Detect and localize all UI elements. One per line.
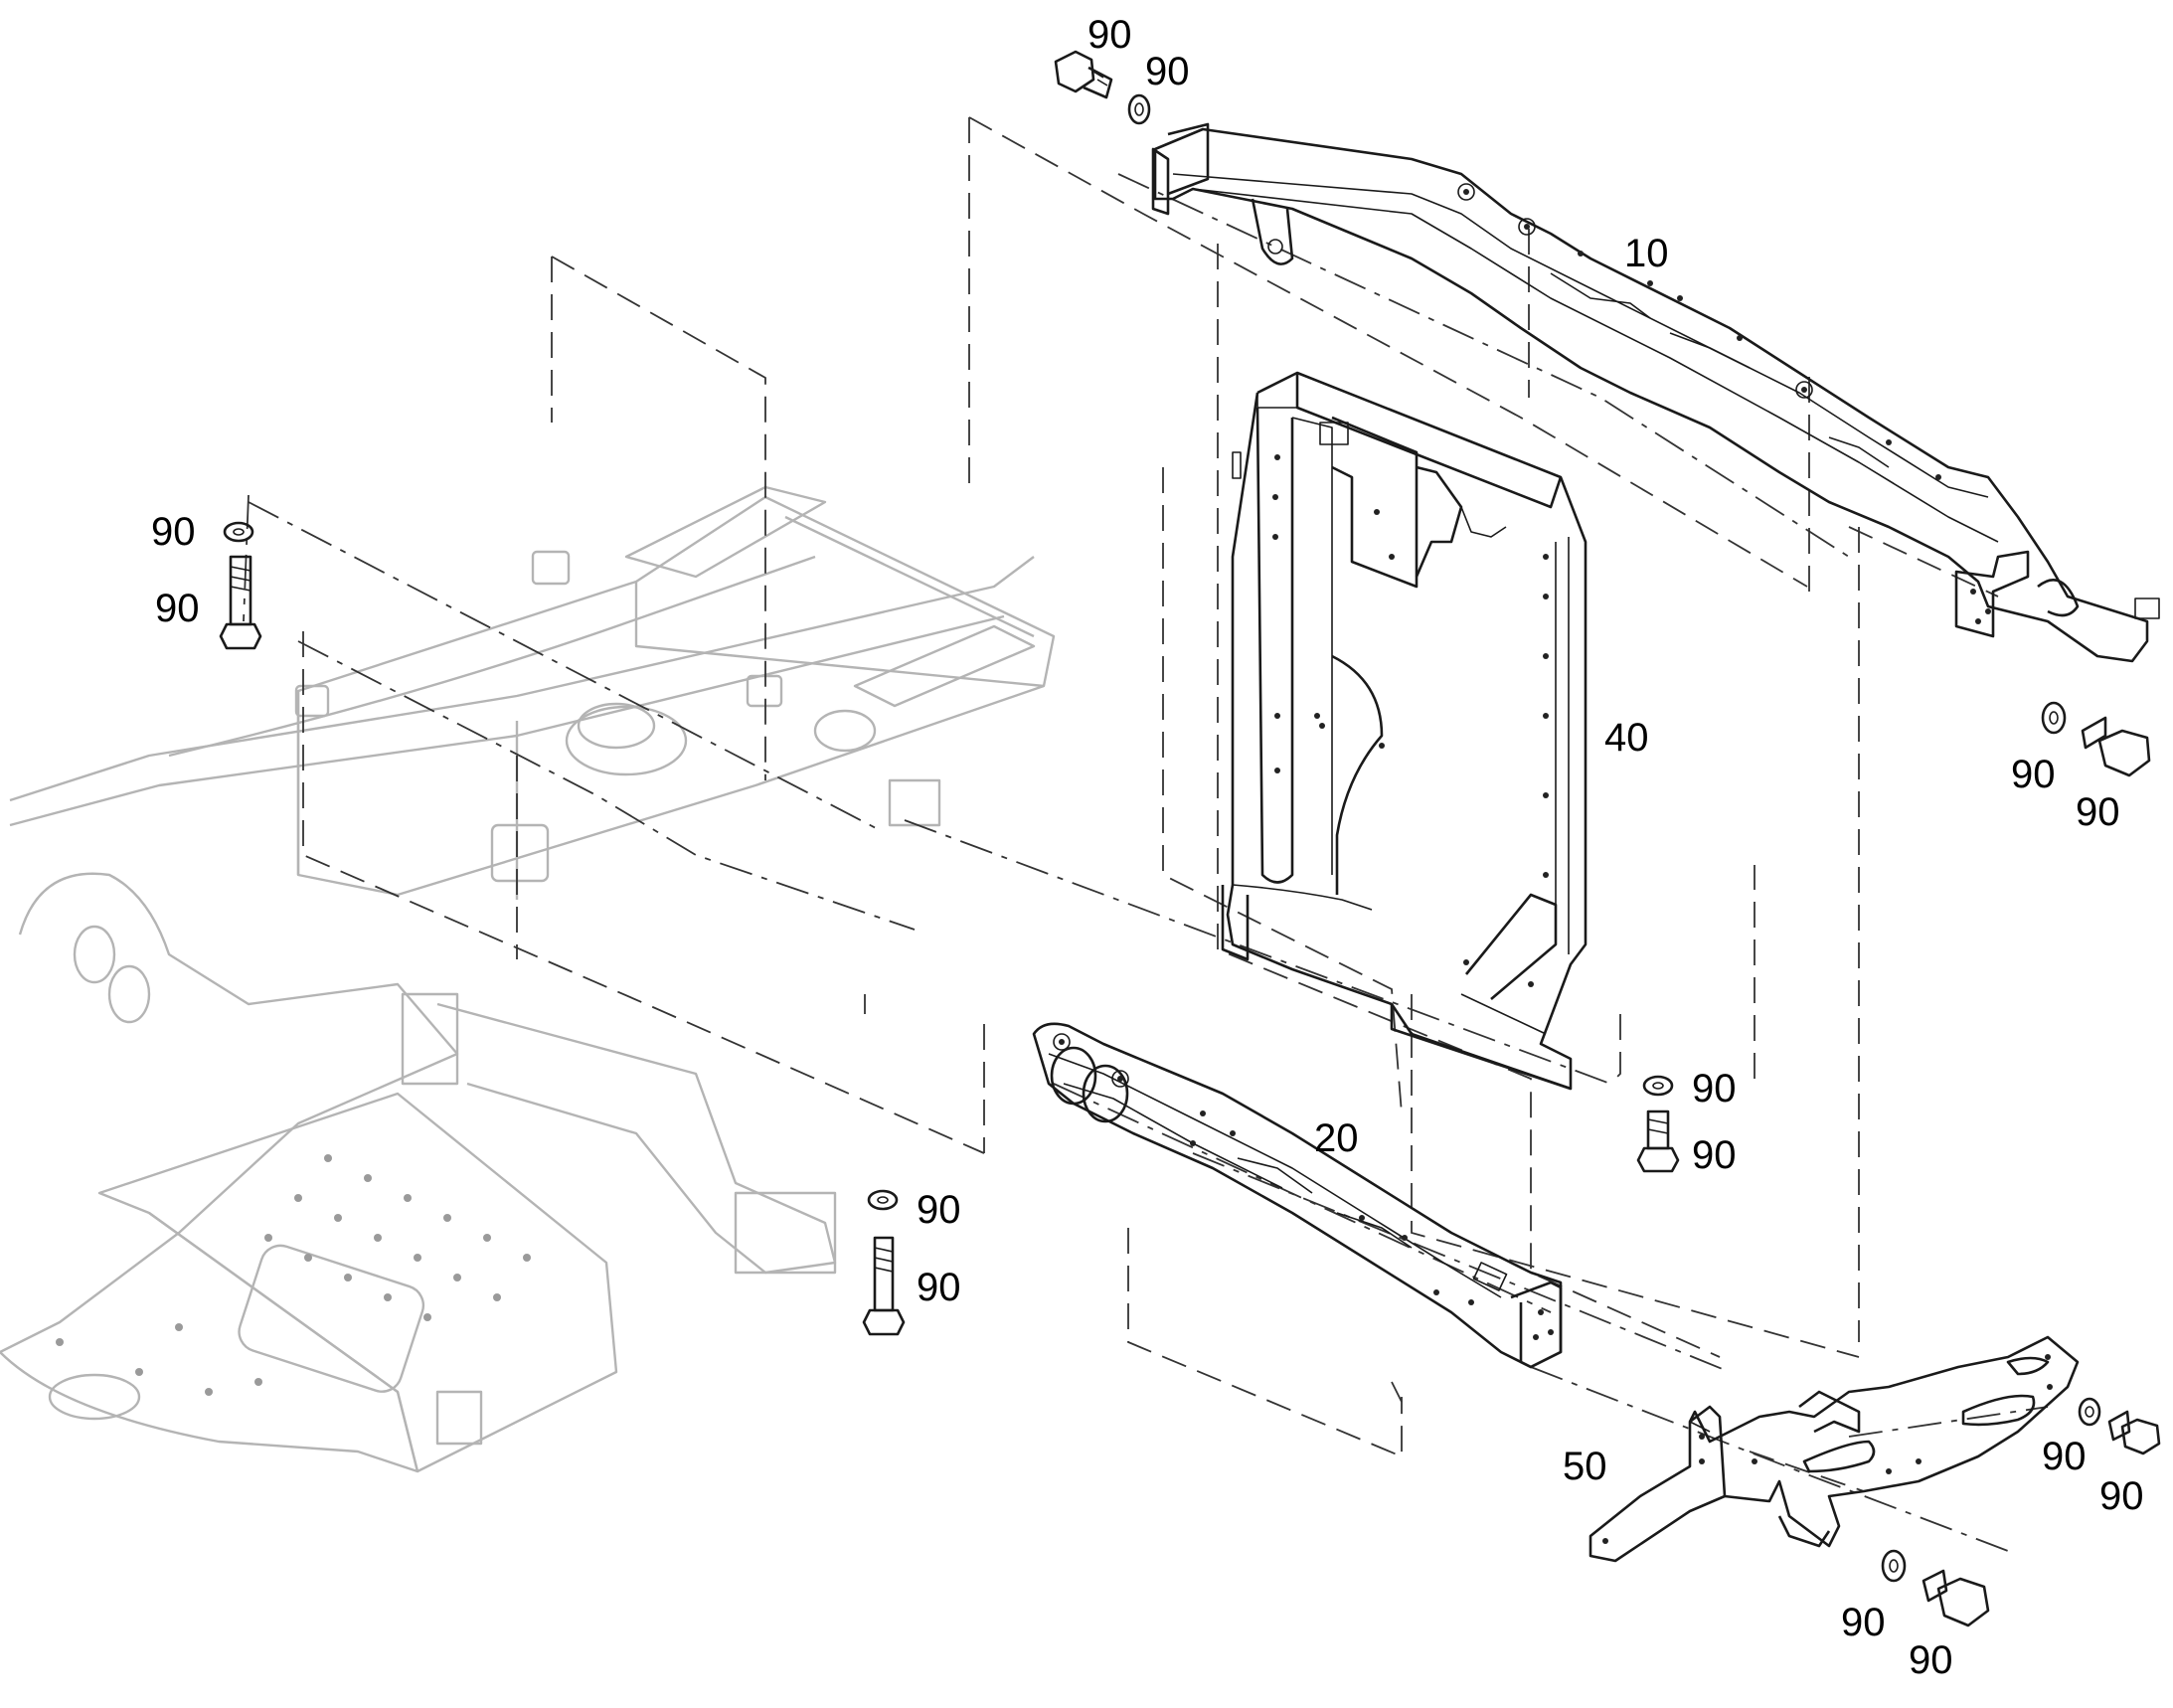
callout-90: 90 (2042, 1435, 2087, 1478)
callout-part-40: 40 (1604, 716, 1649, 760)
callout-labels: 10 40 20 50 90 90 90 90 90 90 90 90 90 9… (151, 13, 2144, 1682)
callout-90: 90 (2099, 1474, 2144, 1518)
bolt-icon-bottom (1922, 1569, 1990, 1627)
washer-icon-right-lower (2078, 1397, 2101, 1427)
washer-icon-lower-left (867, 1189, 899, 1211)
washer-icon-bottom (1881, 1549, 1907, 1583)
bolt-icon-lower-left (862, 1236, 906, 1336)
callout-90: 90 (155, 587, 200, 630)
bolt-icon-right-lower (2107, 1410, 2161, 1455)
callout-90: 90 (2011, 753, 2056, 796)
callout-90: 90 (1692, 1067, 1737, 1110)
callout-90: 90 (2076, 790, 2120, 834)
bolt-icon-right-top (2081, 716, 2151, 777)
assembly-lines (243, 116, 2049, 1552)
part-40-radiator-frame (1221, 371, 1588, 1091)
washer-icon-top (1127, 93, 1151, 125)
callout-90: 90 (1145, 50, 1190, 93)
part-20-lower-cross-member (1032, 1022, 1563, 1369)
callout-90: 90 (917, 1188, 961, 1232)
fastener-group (219, 50, 2161, 1627)
part-10-upper-cross-member (1151, 122, 2160, 663)
washer-icon-mid (1642, 1075, 1674, 1097)
callout-90: 90 (151, 510, 196, 554)
bolt-icon-mid (1636, 1110, 1680, 1173)
bolt-icon-top (1054, 50, 1113, 99)
callout-part-50: 50 (1563, 1445, 1607, 1488)
part-50-lower-bracket (1588, 1335, 2080, 1563)
callout-90: 90 (1909, 1638, 1953, 1682)
callout-90: 90 (917, 1266, 961, 1309)
washer-icon-right-top (2041, 701, 2067, 735)
callout-90: 90 (1841, 1601, 1886, 1644)
callout-90: 90 (1087, 13, 1132, 57)
chassis-frame (0, 485, 1056, 1473)
callout-part-10: 10 (1624, 232, 1669, 275)
washer-icon-left (223, 521, 254, 543)
callout-part-20: 20 (1314, 1116, 1359, 1160)
callout-90: 90 (1692, 1133, 1737, 1177)
bolt-icon-left (219, 555, 262, 650)
